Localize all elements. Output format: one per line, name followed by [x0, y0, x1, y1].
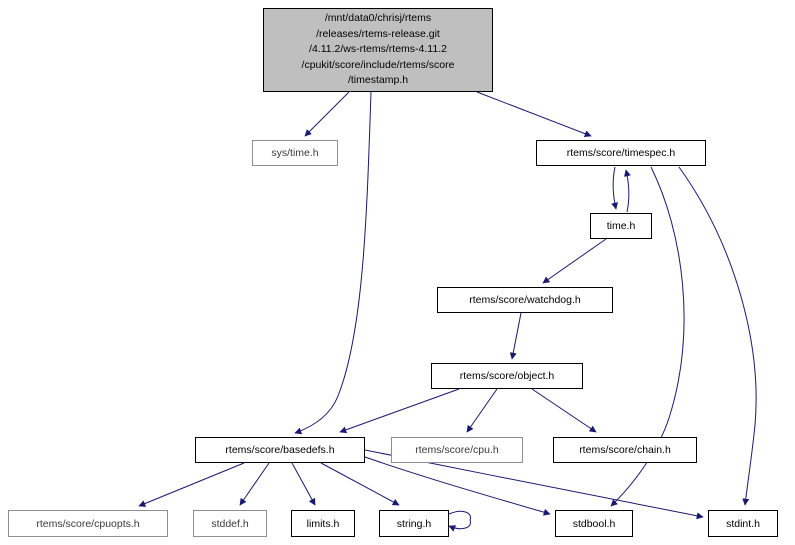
edge-object-to-chain [531, 388, 597, 433]
edge-timestamp-to-systime [304, 91, 350, 137]
node-cpu-h: rtems/score/cpu.h [391, 437, 523, 463]
edge-timespec-to-stdint [678, 166, 757, 506]
node-basedefs-h[interactable]: rtems/score/basedefs.h [195, 437, 365, 463]
edge-watchdog-to-object [509, 312, 522, 360]
edge-time-to-watchdog [542, 238, 607, 284]
root-path-line: /timestamp.h [347, 74, 409, 87]
edge-object-to-basedefs [339, 388, 460, 434]
root-path-line: /4.11.2/ws-rtems/rtems-4.11.2 [309, 43, 447, 56]
node-stdbool-h[interactable]: stdbool.h [555, 510, 633, 537]
node-timespec-h[interactable]: rtems/score/timespec.h [536, 140, 706, 166]
edge-object-to-cpu [466, 388, 498, 433]
edge-timespec-to-stdbool [610, 166, 685, 507]
edge-timestamp-to-basedefs [294, 91, 372, 435]
root-path-line: /mnt/data0/chrisj/rtems [324, 12, 432, 25]
node-chain-h[interactable]: rtems/score/chain.h [553, 437, 697, 463]
edge-timespec-to-time [611, 166, 618, 210]
edge-time-to-timespec [624, 169, 631, 213]
node-object-h[interactable]: rtems/score/object.h [431, 363, 583, 389]
root-path-line: /releases/rtems-release.git [316, 27, 440, 40]
edge-timestamp-to-timespec [476, 91, 592, 137]
edge-basedefs-to-stdbool [364, 456, 551, 516]
node-cpuopts-h: rtems/score/cpuopts.h [8, 510, 168, 537]
node-sys-time-h: sys/time.h [252, 140, 338, 166]
node-stdint-h[interactable]: stdint.h [708, 510, 778, 537]
root-path-line: /cpukit/score/include/rtems/score [301, 58, 455, 71]
edge-basedefs-to-stddef [239, 462, 270, 506]
node-timestamp-h: /mnt/data0/chrisj/rtems /releases/rtems-… [263, 8, 493, 92]
node-stddef-h: stddef.h [193, 510, 267, 537]
edge-basedefs-to-limits [291, 462, 316, 506]
node-string-h[interactable]: string.h [379, 510, 449, 537]
edge-basedefs-to-cpuopts [138, 462, 245, 507]
node-limits-h[interactable]: limits.h [291, 510, 355, 537]
edge-basedefs-to-string [320, 462, 400, 506]
edge-string-self-loop [448, 510, 472, 532]
node-watchdog-h[interactable]: rtems/score/watchdog.h [437, 287, 613, 313]
node-time-h[interactable]: time.h [590, 213, 652, 239]
